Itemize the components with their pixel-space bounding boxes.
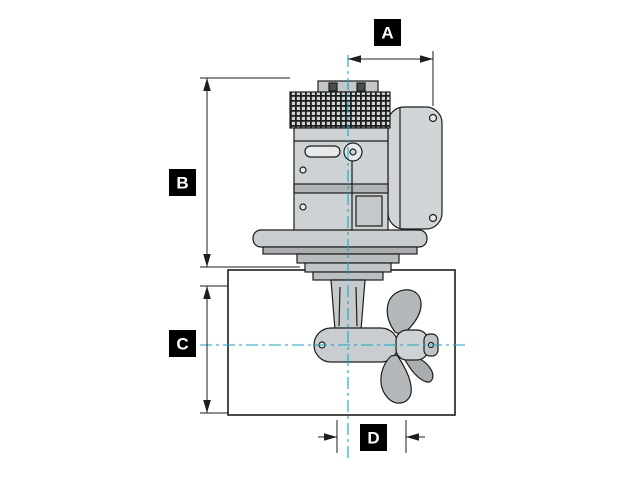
- label-a: A: [374, 19, 401, 46]
- nameplate-slot: [304, 145, 341, 158]
- arrowhead-left-icon: [406, 433, 419, 441]
- dimension-c: [200, 285, 228, 414]
- propeller-blade-lower: [380, 354, 412, 404]
- arrowhead-up-icon: [203, 286, 211, 299]
- arrowhead-down-icon: [203, 400, 211, 413]
- junction-box: [355, 195, 383, 227]
- propeller: [380, 289, 439, 404]
- label-d: D: [360, 424, 387, 451]
- dimension-a: [348, 51, 434, 106]
- terminal-stud-icon: [328, 82, 338, 92]
- arrowhead-right-icon: [324, 433, 337, 441]
- arrowhead-left-icon: [348, 55, 361, 63]
- screw-icon: [428, 213, 438, 223]
- motor-ventilation-grille: [289, 91, 391, 129]
- arrowhead-right-icon: [420, 55, 433, 63]
- terminal-stud-icon: [356, 82, 366, 92]
- motor-contactor-box: [387, 106, 443, 230]
- dimension-labels: A B C D: [169, 19, 401, 451]
- propeller-blade-upper: [386, 289, 422, 336]
- label-c-text: C: [176, 335, 188, 354]
- label-b-text: B: [176, 174, 188, 193]
- dimensions: [200, 51, 434, 453]
- label-c: C: [169, 330, 196, 357]
- label-d-text: D: [367, 429, 379, 448]
- mounting-flange: [252, 229, 428, 255]
- label-a-text: A: [381, 24, 393, 43]
- dimension-b: [200, 77, 300, 268]
- label-b: B: [169, 169, 196, 196]
- centerlines: [200, 55, 468, 462]
- arrowhead-down-icon: [203, 254, 211, 267]
- bolt-icon: [299, 203, 307, 211]
- dimension-d: [318, 420, 425, 453]
- motor-body: [293, 127, 389, 233]
- arrowhead-up-icon: [203, 78, 211, 91]
- bolt-icon: [299, 166, 307, 174]
- screw-icon: [428, 113, 438, 123]
- thruster-drawing: [227, 80, 456, 416]
